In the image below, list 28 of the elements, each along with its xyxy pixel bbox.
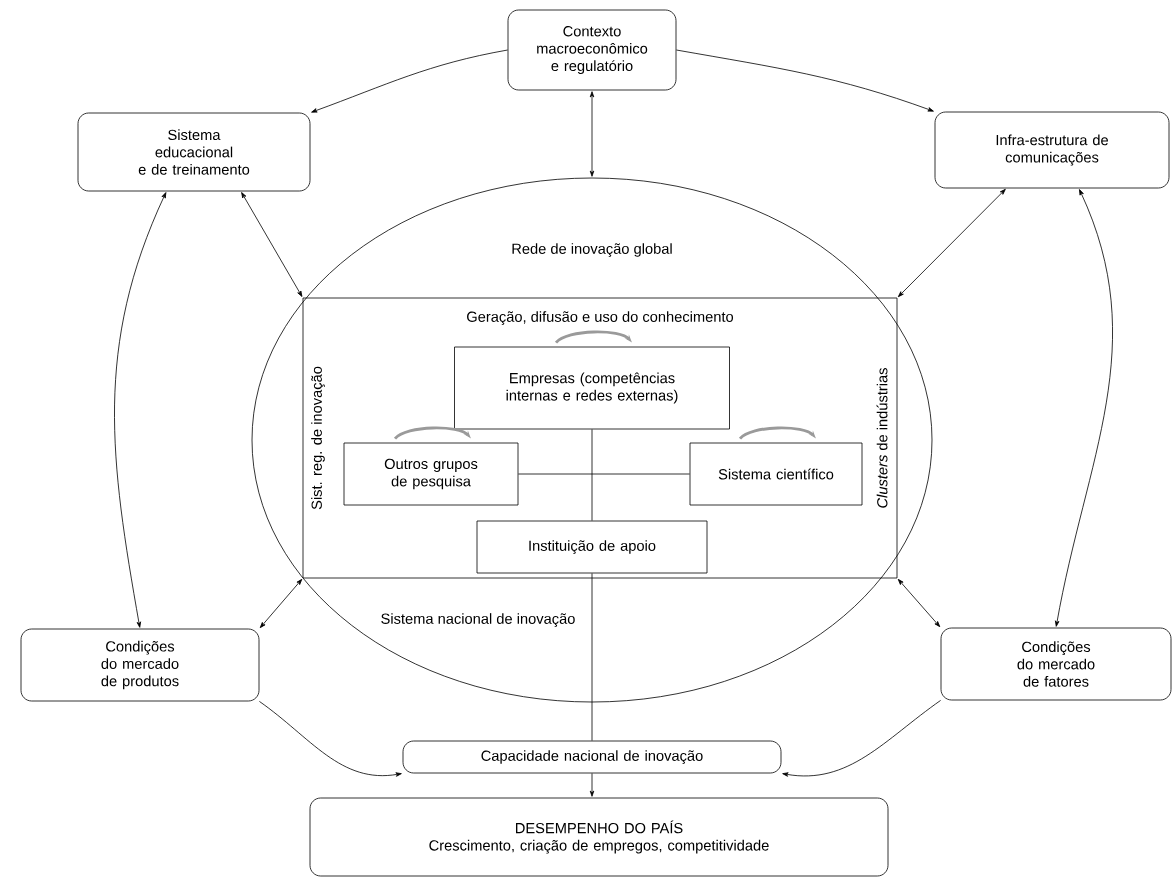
context-box: Contexto macroeconômico e regulatório [507, 9, 677, 91]
arrow [114, 192, 167, 628]
arrow [241, 192, 303, 297]
process-box: Empresas (competências internas e redes externas) [454, 346, 730, 430]
arrow [311, 49, 508, 113]
arrow [676, 49, 934, 112]
arrow [589, 91, 595, 177]
rounded-box: Infra-estrutura de comunicações [934, 111, 1170, 189]
rounded-box: Sistema educacional e de treinamento [77, 112, 311, 192]
rounded-box: Condições do mercado de produtos [20, 628, 260, 702]
arrow [782, 700, 941, 777]
connector-line [591, 573, 593, 741]
process-box: Instituição de apoio [476, 520, 708, 574]
arrow [259, 578, 303, 629]
rounded-box: Condições do mercado de fatores [940, 627, 1172, 701]
arrow [897, 578, 941, 628]
result-box: DESEMPENHO DO PAÍS Crescimento, criação de empregos, competitividade [309, 797, 889, 877]
rounded-box: Capacidade nacional de inovação [402, 740, 782, 774]
arrow [589, 773, 595, 797]
connector-line [518, 473, 690, 475]
loop-arrow [555, 330, 632, 344]
arrow [897, 188, 1006, 298]
connector-line [591, 429, 593, 521]
arrow [259, 701, 402, 777]
process-box: Sistema científico [689, 442, 863, 506]
loop-arrow [394, 426, 471, 440]
process-box: Outros grupos de pesquisa [343, 442, 519, 506]
arrow [1055, 189, 1113, 627]
